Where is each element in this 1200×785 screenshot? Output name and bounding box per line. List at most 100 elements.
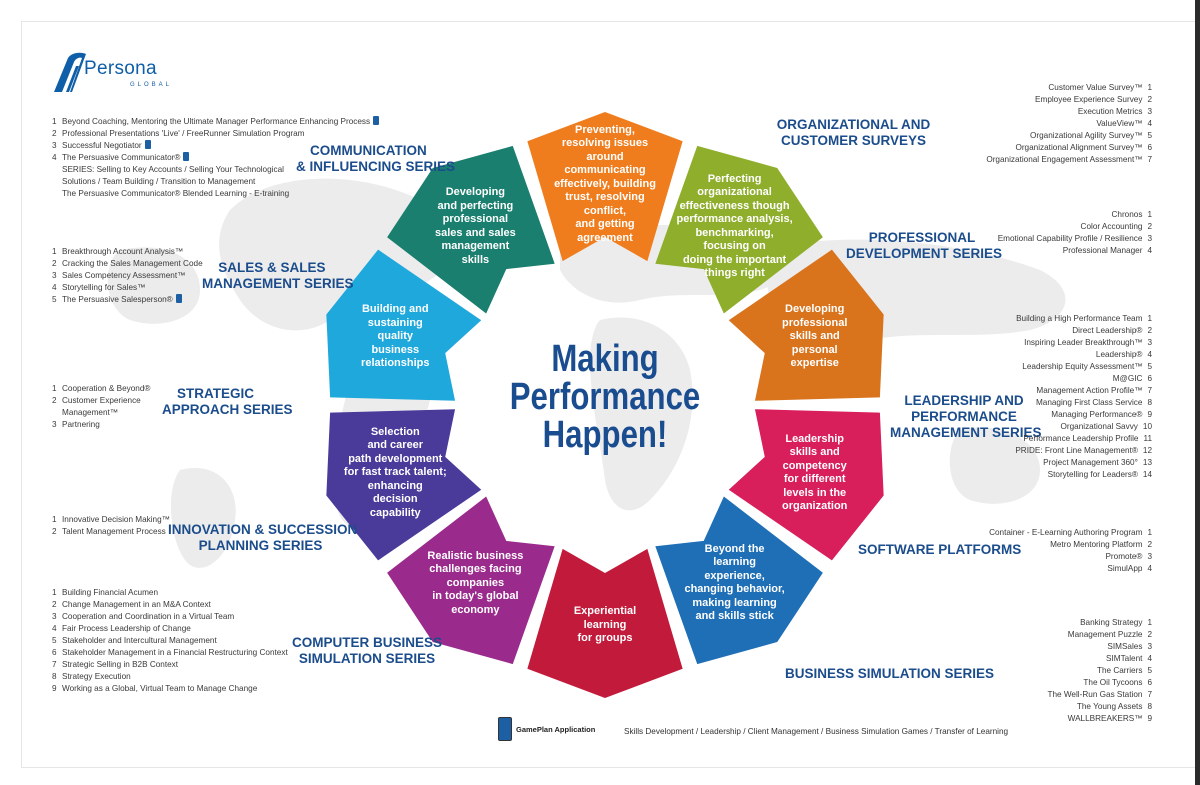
center-title: Making Performance Happen! [503,340,708,454]
segment-text-line: path development [348,452,443,465]
phone-app-icon [498,717,512,741]
list-item: Storytelling for Leaders®14 [1047,470,1152,479]
segment-selection [326,409,482,561]
segment-text-line: sustaining [367,316,423,329]
segment-text-line: resolving issues [561,137,649,150]
computer-series-title: COMPUTER BUSINESS SIMULATION SERIES [292,635,443,666]
gameplan-legend: GamePlan Application [498,717,595,741]
business-series-title: BUSINESS SIMULATION SERIES [785,666,995,681]
segment-text-line: learning [713,556,756,569]
list-item: Project Management 360°13 [1043,458,1152,467]
segment-text-line: and career [367,439,424,452]
list-item: Leadership®4 [1095,350,1152,359]
list-item: Direct Leadership®2 [1072,326,1152,335]
segment-text-line: for fast track talent; [343,466,447,479]
phone-app-icon [373,116,380,125]
segment-text-line: organizational [697,186,772,199]
right-edge-bar [1195,0,1200,785]
segment-text-line: making learning [692,596,777,609]
brand-name: Persona [84,58,157,79]
center-title-line-2: Performance [509,376,701,418]
segment-text-line: expertise [790,357,839,370]
segment-text-line: and skills stick [695,610,774,623]
list-item: PRIDE: Front Line Management®12 [1015,446,1152,455]
segment-text-line: Realistic business [427,549,524,562]
software-series-list: Container - E-Learning Authoring Program… [989,527,1152,575]
segment-text-line: for different [783,473,846,486]
segment-text-line: organization [782,500,848,513]
footer-tagline: Skills Development / Leadership / Client… [624,727,1009,736]
segment-text-line: levels in the [783,486,847,499]
list-subtext: Solutions / Team Building / Transition t… [62,177,256,186]
segment-text-line: Selection [370,425,420,438]
segment-text-line: things right [704,267,765,280]
innovation-series-title: INNOVATION & SUCCESSION PLANNING SERIES [168,522,358,553]
phone-app-icon [175,294,182,303]
segment-text-line: quality [377,330,413,343]
center-title-line-3: Happen! [542,414,668,456]
segment-text-line: Leadership [785,432,845,445]
segment-text-line: experience, [704,569,765,582]
list-item: Promote®3 [1105,552,1152,561]
segment-leadership [728,409,884,561]
segment-text-line: and perfecting [437,199,514,212]
list-item: Emotional Capability Profile / Resilienc… [997,234,1152,243]
segment-text-line: agreement [577,231,633,244]
segment-text-line: doing the important [682,253,787,266]
list-subtext: Management™ [62,408,118,417]
segment-text-line: skills and [789,330,840,343]
sales-series-title: SALES & SALES MANAGEMENT SERIES [202,260,354,291]
gameplan-label: GamePlan Application [516,724,596,734]
segment-text-line: and getting [575,218,635,231]
segment-learning [655,496,823,665]
segment-text-line: Developing [785,303,845,316]
segment-experiential [527,548,683,698]
segment-text-line: effectively, building [554,177,656,190]
segment-text-line: sales and sales [435,226,516,239]
phone-app-icon [144,140,151,149]
segment-text-line: challenges facing [429,563,522,576]
software-series-title: SOFTWARE PLATFORMS [858,542,1022,557]
segment-text-line: learning [583,618,627,631]
